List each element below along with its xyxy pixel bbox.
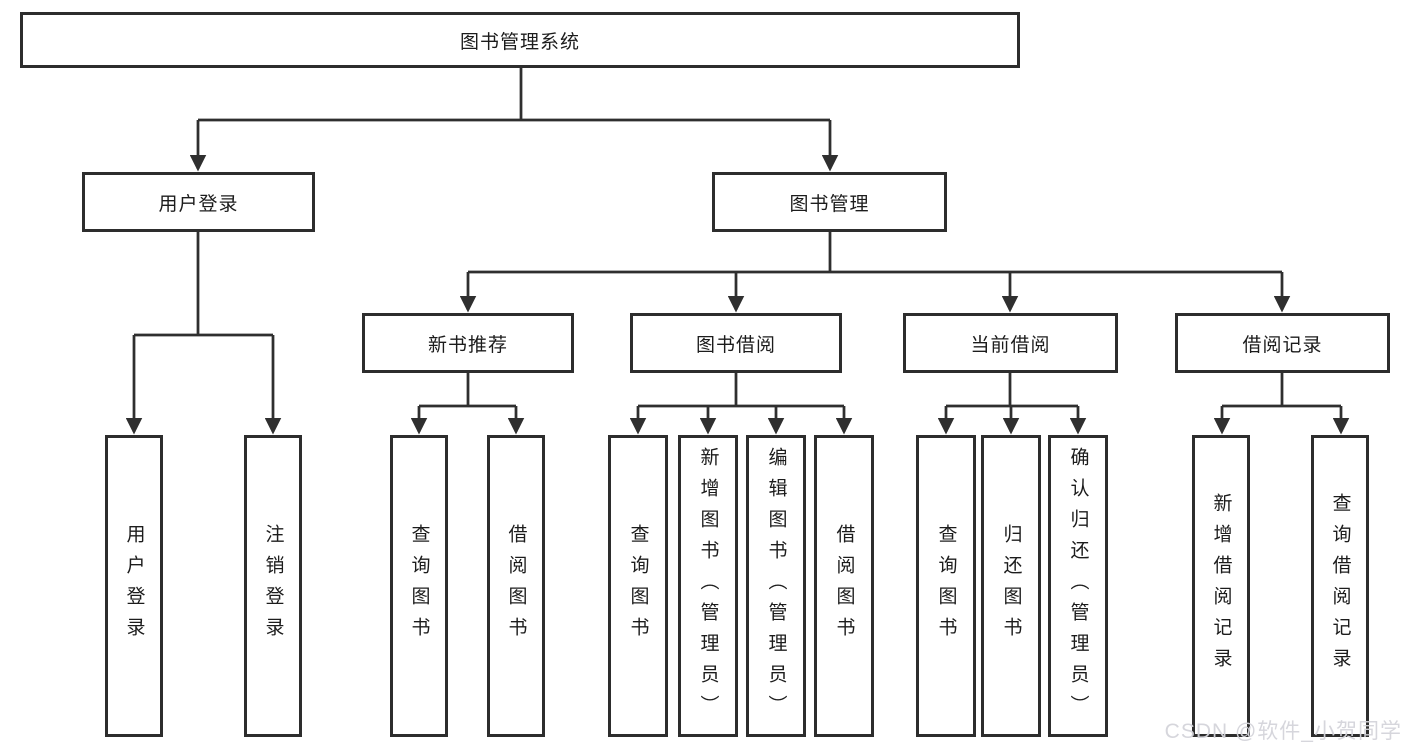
node-book-borrowing: 图书借阅 (630, 313, 842, 373)
leaf-query-borrow-record: 查询借阅记录 (1311, 435, 1369, 737)
leaf-user-login: 用户登录 (105, 435, 163, 737)
node-library-management-system: 图书管理系统 (20, 12, 1020, 68)
leaf-query-books: 查询图书 (608, 435, 668, 737)
leaf-add-borrow-record: 新增借阅记录 (1192, 435, 1250, 737)
leaf-query-books: 查询图书 (916, 435, 976, 737)
leaf-borrow-books: 借阅图书 (487, 435, 545, 737)
node-borrowing-records: 借阅记录 (1175, 313, 1390, 373)
node-user-login: 用户登录 (82, 172, 315, 232)
node-book-management: 图书管理 (712, 172, 947, 232)
node-new-book-recommend: 新书推荐 (362, 313, 574, 373)
leaf-confirm-return-admin: 确认归还（管理员） (1048, 435, 1108, 737)
leaf-return-books: 归还图书 (981, 435, 1041, 737)
csdn-watermark: CSDN @软件_小贺同学 (1164, 720, 1402, 743)
leaf-add-books-admin: 新增图书（管理员） (678, 435, 738, 737)
leaf-query-books: 查询图书 (390, 435, 448, 737)
leaf-borrow-books: 借阅图书 (814, 435, 874, 737)
node-current-borrowing: 当前借阅 (903, 313, 1118, 373)
leaf-edit-books-admin: 编辑图书（管理员） (746, 435, 806, 737)
leaf-logout: 注销登录 (244, 435, 302, 737)
